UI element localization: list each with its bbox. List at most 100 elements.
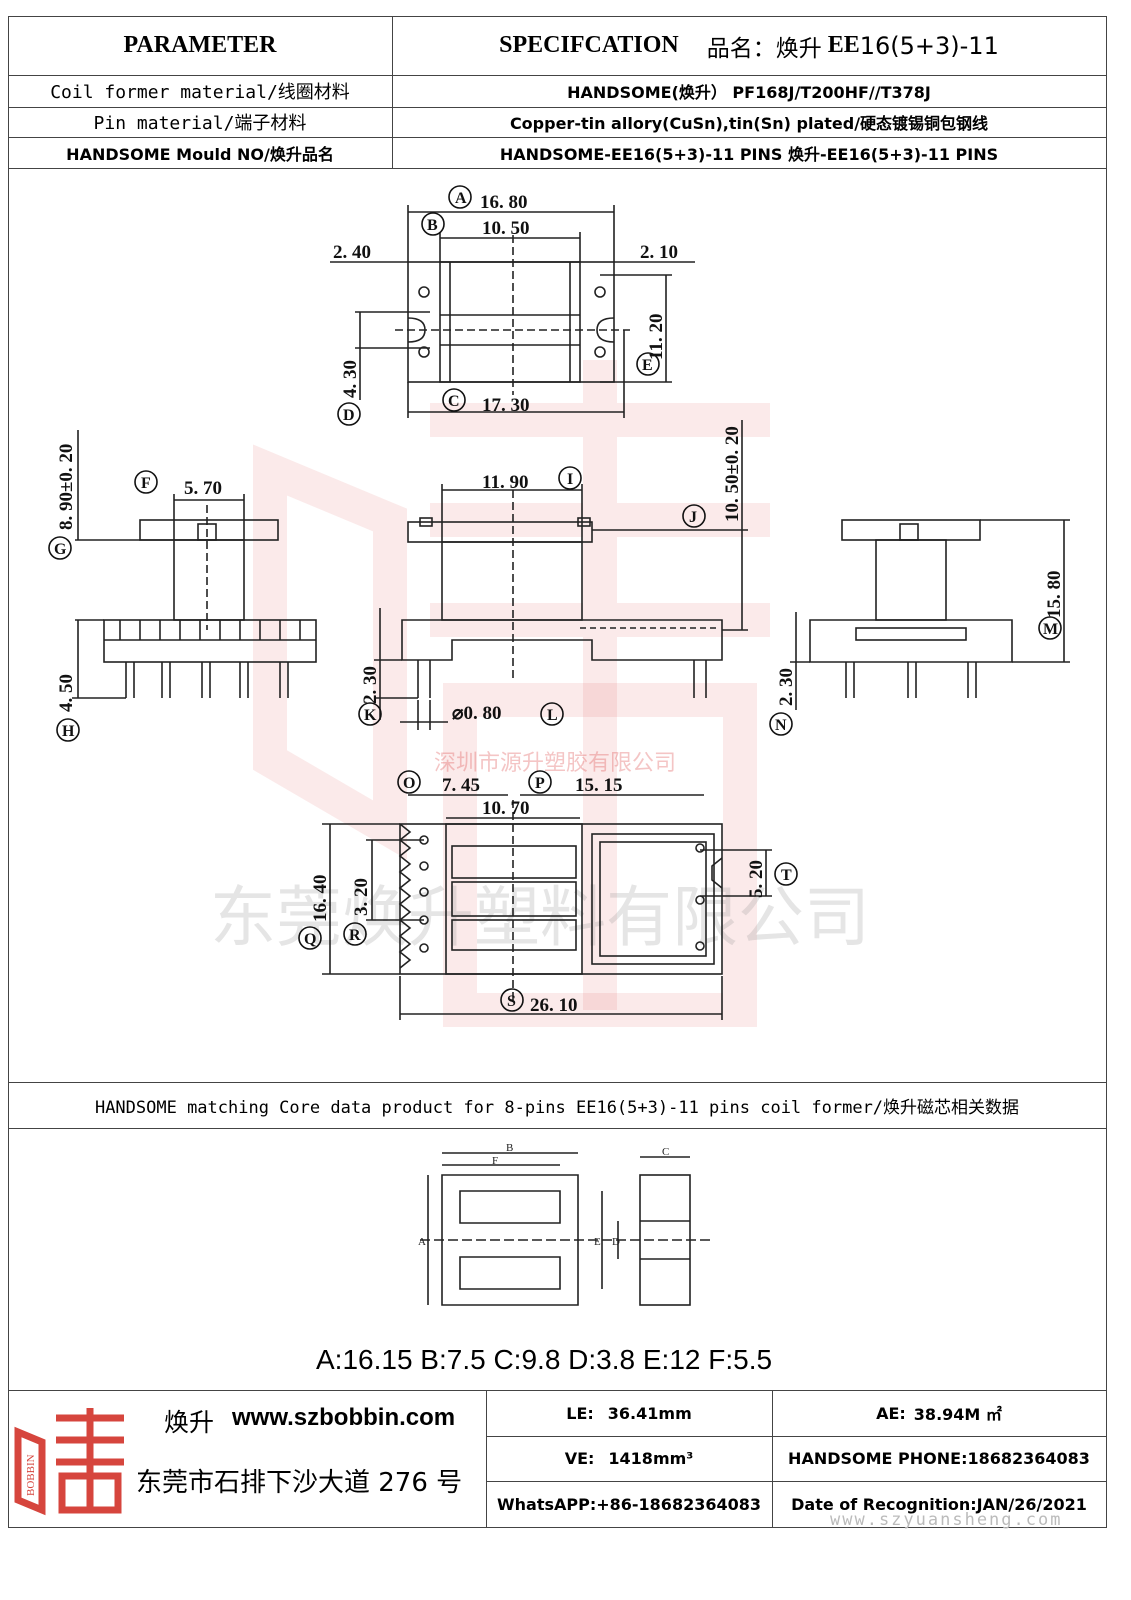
footer-border-top	[8, 1390, 1106, 1391]
balloon-q	[298, 926, 322, 950]
balloon-g	[48, 536, 72, 560]
dim-left-flange: 2. 40	[333, 242, 371, 263]
dim-i: 11. 90	[482, 472, 528, 493]
balloon-e	[636, 352, 660, 376]
ae-value: 38.94M ㎡	[913, 1405, 1002, 1424]
dim-g: 8. 90±0. 20	[56, 444, 77, 530]
balloon-s-letter: S	[507, 993, 516, 1010]
side-view-right	[790, 519, 1070, 710]
section-divider	[8, 1082, 1106, 1083]
dim-b: 10. 50	[482, 218, 530, 239]
balloon-i-letter: I	[567, 471, 573, 488]
param-value-pin: Copper-tin allory(CuSn),tin(Sn) plated/硬…	[509, 114, 989, 133]
product-label: 品名：焕升	[706, 35, 822, 62]
watermark-text-top: 深圳市源升塑胶有限公司	[434, 750, 676, 775]
balloon-r	[343, 922, 367, 946]
balloon-e-letter: E	[642, 357, 653, 374]
table-column-divider	[392, 16, 393, 168]
table-border-top	[8, 16, 1106, 17]
dim-k: 2. 30	[360, 666, 381, 704]
balloon-t	[774, 862, 798, 886]
balloon-r-letter: R	[349, 927, 361, 944]
product-code: EE	[827, 32, 860, 58]
dim-j: 10. 50±0. 20	[722, 426, 743, 522]
balloon-s	[500, 988, 524, 1012]
balloon-k	[358, 702, 382, 726]
core-label-c: C	[662, 1146, 669, 1158]
dim-m: 15. 80	[1044, 571, 1065, 619]
le-value: 36.41mm	[607, 1403, 692, 1423]
dim-h: 4. 50	[56, 674, 77, 712]
whatsapp-number: WhatsAPP:+86-18682364083	[496, 1494, 761, 1514]
parameter-heading: PARAMETER	[123, 32, 277, 58]
specification-label: SPECIFCATION	[499, 32, 679, 58]
dim-p: 15. 15	[575, 775, 623, 796]
specification-heading: SPECIFCATION 品名：焕升 EE 16(5+3)-11	[392, 16, 1106, 75]
core-label-a: A	[418, 1236, 426, 1248]
dim-d: 4. 30	[340, 360, 361, 398]
param-label-mould: HANDSOME Mould NO/焕升品名	[66, 144, 334, 164]
dim-q: 16. 40	[310, 875, 331, 923]
param-label-coil: Coil former material/线圈材料	[50, 82, 350, 103]
watermark-logo	[253, 360, 770, 1027]
balloon-h-letter: H	[62, 723, 75, 740]
phone-number: HANDSOME PHONE:18682364083	[788, 1449, 1090, 1468]
balloon-o	[397, 770, 421, 794]
core-dimensions: A:16.15 B:7.5 C:9.8 D:3.8 E:12 F:5.5	[316, 1344, 773, 1375]
balloon-f	[134, 470, 158, 494]
balloon-l-letter: L	[547, 707, 558, 724]
core-diagram: B F C A E D	[418, 1142, 710, 1306]
balloon-a-letter: A	[455, 190, 467, 207]
param-value-mould: HANDSOME-EE16(5+3)-11 PINS 焕升-EE16(5+3)-…	[499, 144, 999, 164]
dim-e: 11. 20	[646, 314, 667, 360]
top-view	[330, 205, 695, 418]
front-view-center	[374, 420, 748, 730]
dim-t: 5. 20	[746, 860, 767, 898]
dim-center: 10. 70	[482, 798, 530, 819]
param-label-pin: Pin material/端子材料	[93, 113, 307, 134]
balloon-b-letter: B	[427, 217, 438, 234]
table-divider	[8, 75, 1106, 76]
balloon-p-letter: P	[535, 775, 545, 792]
balloon-l	[540, 702, 564, 726]
bottom-view	[322, 794, 772, 1020]
core-label-b: B	[506, 1142, 513, 1154]
recognition-date: Date of Recognition:JAN/26/2021	[791, 1494, 1087, 1514]
footer-border-bottom	[8, 1527, 1106, 1528]
section-divider	[8, 1128, 1106, 1129]
website-url: www.szbobbin.com	[232, 1404, 456, 1431]
ae-label: AE:	[876, 1403, 906, 1423]
footer-divider	[486, 1481, 1106, 1482]
dim-o: 7. 45	[442, 775, 480, 796]
e-core-outline	[441, 1174, 579, 1306]
dim-s: 26. 10	[530, 995, 578, 1016]
param-value-coil: HANDSOME(焕升） PF168J/T200HF//T378J	[567, 83, 931, 102]
logo-text: BOBBIN	[25, 1454, 37, 1496]
footer-divider-v	[486, 1390, 487, 1527]
dim-a: 16. 80	[480, 192, 528, 213]
front-view-left	[72, 430, 317, 699]
dim-right-flange: 2. 10	[640, 242, 678, 263]
balloon-j	[682, 504, 706, 528]
balloon-n	[769, 712, 793, 736]
ve-value: 1418mm³	[608, 1449, 694, 1468]
core-label-f: F	[492, 1155, 498, 1167]
balloon-c-letter: C	[448, 393, 460, 410]
dim-n: 2. 30	[776, 668, 797, 706]
table-divider	[8, 168, 1106, 169]
balloon-c	[442, 388, 466, 412]
dim-c: 17. 30	[482, 395, 530, 416]
dim-r: 3. 20	[351, 878, 372, 916]
top-view-center	[439, 261, 581, 383]
balloon-h	[56, 718, 80, 742]
dimension-labels: A 16. 80 B 10. 50 2. 40 2. 10 C 17. 30 4…	[48, 185, 1065, 1016]
table-divider	[8, 137, 1106, 138]
site-watermark: www.szyuansheng.com	[830, 1510, 1063, 1530]
core-label-d: D	[612, 1236, 620, 1248]
company-address: 东莞市石排下沙大道 276 号	[136, 1468, 463, 1498]
balloon-n-letter: N	[775, 717, 787, 734]
company-logo: BOBBIN	[14, 1408, 124, 1516]
balloon-t-letter: T	[781, 867, 792, 884]
balloon-k-letter: K	[364, 707, 377, 724]
page-border-right	[1106, 16, 1107, 1528]
